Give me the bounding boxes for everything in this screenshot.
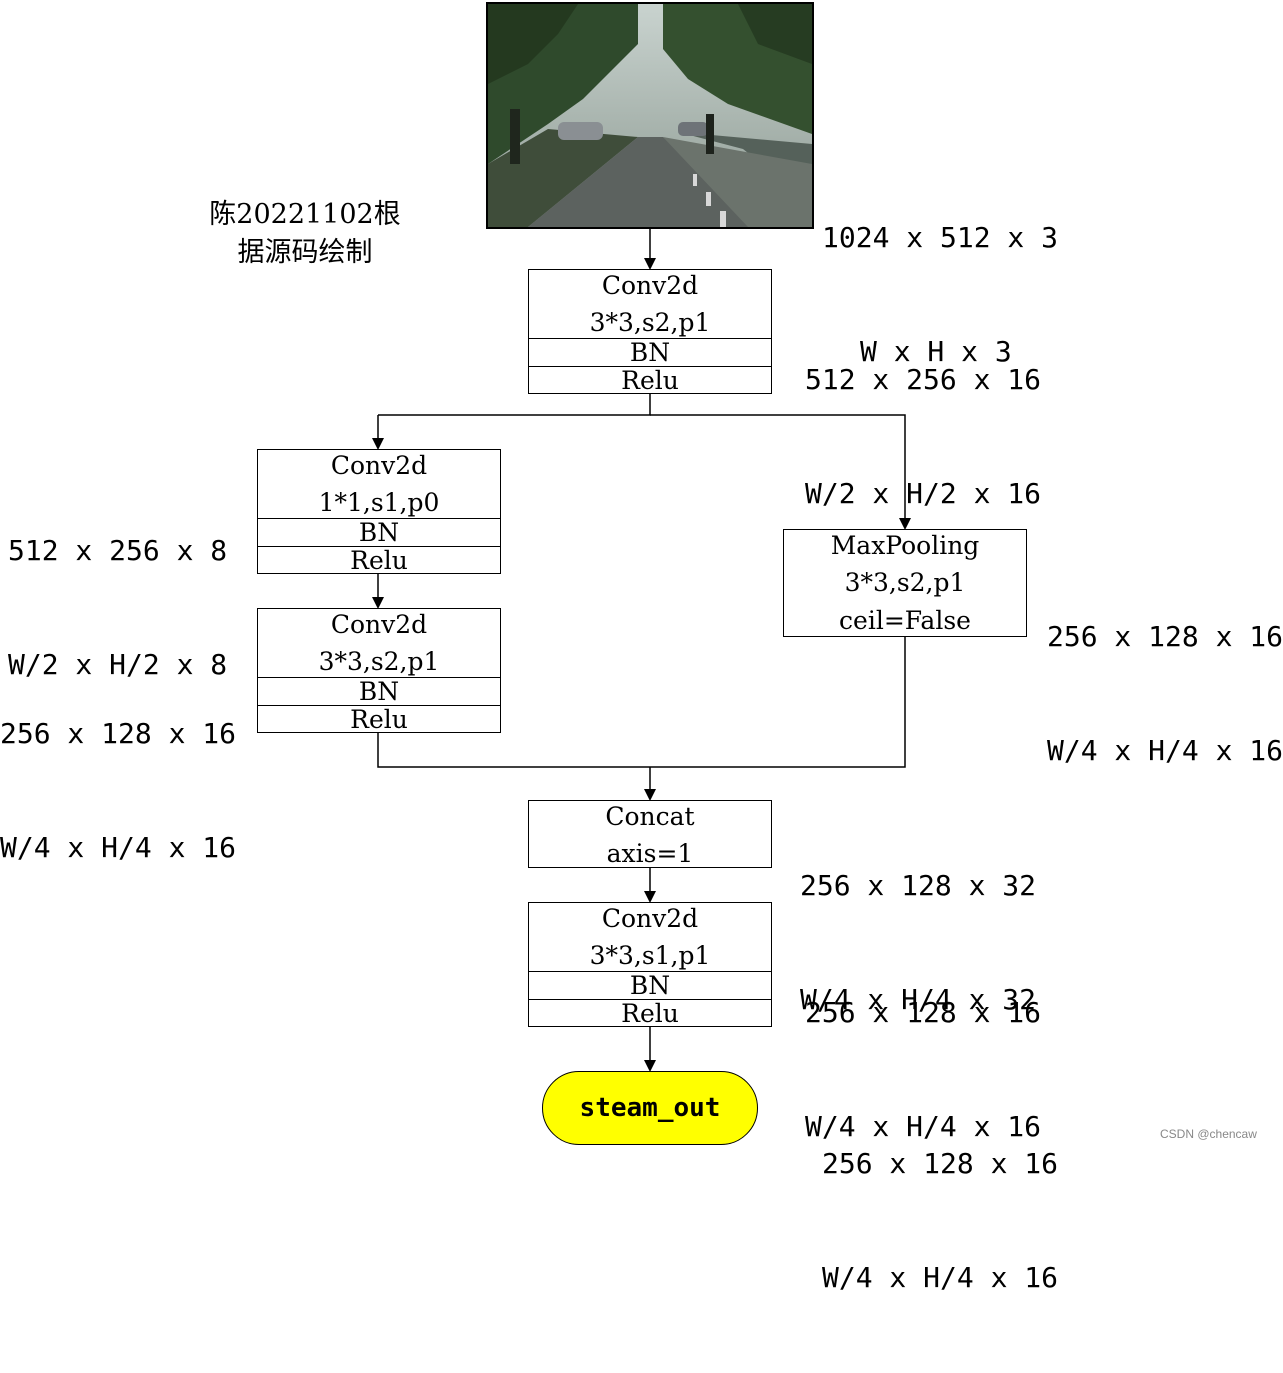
conv1-block: Conv2d 3*3,s2,p1 BN Relu	[528, 269, 772, 394]
left-conv-a-dims-line-2: W/2 x H/2 x 8	[8, 648, 228, 681]
wire-maxpool-to-merge	[650, 636, 906, 768]
maxpool-params: 3*3,s2,p1	[844, 568, 966, 597]
left-conv-a-params: 1*1,s1,p0	[318, 488, 440, 517]
input-dims-line-1: 1024 x 512 x 3	[822, 221, 1059, 254]
conv1-dims: 512 x 256 x 16 W/2 x H/2 x 16	[805, 285, 1041, 589]
left-conv-a-dims-line-1: 512 x 256 x 8	[8, 534, 228, 567]
conv-final-dims-line-2: W/4 x H/4 x 16	[805, 1110, 1042, 1143]
input-image	[486, 2, 814, 229]
maxpool-ceil: ceil=False	[839, 606, 971, 635]
wire-left-b-to-merge	[377, 732, 650, 768]
conv-final-title: Conv2d	[601, 904, 699, 933]
concat-title: Concat	[605, 802, 695, 831]
conv1-params: 3*3,s2,p1	[589, 308, 711, 337]
input-dims: 1024 x 512 x 3 W x H x 3	[822, 143, 1058, 447]
conv-final-params: 3*3,s1,p1	[589, 941, 711, 970]
wire-conv1-split	[378, 394, 651, 416]
diagram-canvas: 陈20221102根 据源码绘制 1024 x 512 x 3 W x H x …	[0, 2, 1283, 1294]
watermark: CSDN @chencaw	[1160, 1127, 1257, 1141]
left-conv-b-dims-line-1: 256 x 128 x 16	[0, 717, 237, 750]
concat-dims: 256 x 128 x 32 W/4 x H/4 x 32	[800, 791, 1036, 1095]
conv1-bn: BN	[529, 338, 771, 365]
left-conv-b-bn: BN	[258, 677, 500, 704]
maxpool-dims-line-1: 256 x 128 x 16	[1047, 620, 1283, 653]
conv-final-bn: BN	[529, 971, 771, 998]
maxpool-dims: 256 x 128 x 16 W/4 x H/4 x 16	[1047, 542, 1283, 846]
author-note-line-1: 陈20221102根	[209, 199, 401, 230]
conv1-dims-line-1: 512 x 256 x 16	[805, 363, 1042, 396]
input-dims-line-2: W x H x 3	[860, 335, 1012, 368]
left-conv-a-block: Conv2d 1*1,s1,p0 BN Relu	[257, 449, 501, 574]
conv-final-block: Conv2d 3*3,s1,p1 BN Relu	[528, 902, 772, 1027]
arrow-to-maxpool	[650, 414, 911, 530]
concat-dims-line-2: W/4 x H/4 x 32	[800, 983, 1037, 1016]
conv-final-dims: 256 x 128 x 16 W/4 x H/4 x 16	[805, 918, 1041, 1222]
conv-final-relu: Relu	[529, 999, 771, 1026]
connector-lines	[372, 229, 911, 1072]
left-conv-b-dims-line-2: W/4 x H/4 x 16	[0, 831, 237, 864]
conv1-relu: Relu	[529, 366, 771, 393]
left-conv-b-block: Conv2d 3*3,s2,p1 BN Relu	[257, 608, 501, 733]
maxpool-title: MaxPooling	[830, 531, 980, 560]
conv-final-dims-line-1: 256 x 128 x 16	[805, 996, 1042, 1029]
output-dims-line-1: 256 x 128 x 16	[822, 1147, 1059, 1180]
output-terminal: steam_out	[542, 1071, 758, 1145]
left-conv-a-bn: BN	[258, 518, 500, 545]
author-note: 陈20221102根 据源码绘制	[200, 196, 410, 272]
output-dims-line-2: W/4 x H/4 x 16	[822, 1261, 1059, 1294]
output-label: steam_out	[579, 1093, 721, 1123]
left-conv-b-params: 3*3,s2,p1	[318, 647, 440, 676]
concat-axis: axis=1	[606, 839, 694, 868]
left-conv-b-relu: Relu	[258, 705, 500, 732]
left-conv-a-relu: Relu	[258, 546, 500, 573]
left-conv-b-title: Conv2d	[330, 610, 428, 639]
maxpool-dims-line-2: W/4 x H/4 x 16	[1047, 734, 1283, 767]
left-conv-a-title: Conv2d	[330, 451, 428, 480]
left-conv-b-dims: 256 x 128 x 16 W/4 x H/4 x 16	[0, 639, 236, 943]
concat-dims-line-1: 256 x 128 x 32	[800, 869, 1037, 902]
left-conv-a-dims: 512 x 256 x 8 W/2 x H/2 x 8	[8, 456, 227, 760]
output-dims: 256 x 128 x 16 W/4 x H/4 x 16	[822, 1069, 1058, 1373]
author-note-line-2: 据源码绘制	[237, 237, 373, 268]
maxpool-block: MaxPooling 3*3,s2,p1 ceil=False	[783, 529, 1027, 637]
conv1-dims-line-2: W/2 x H/2 x 16	[805, 477, 1042, 510]
concat-block: Concat axis=1	[528, 800, 772, 868]
conv1-title: Conv2d	[601, 271, 699, 300]
